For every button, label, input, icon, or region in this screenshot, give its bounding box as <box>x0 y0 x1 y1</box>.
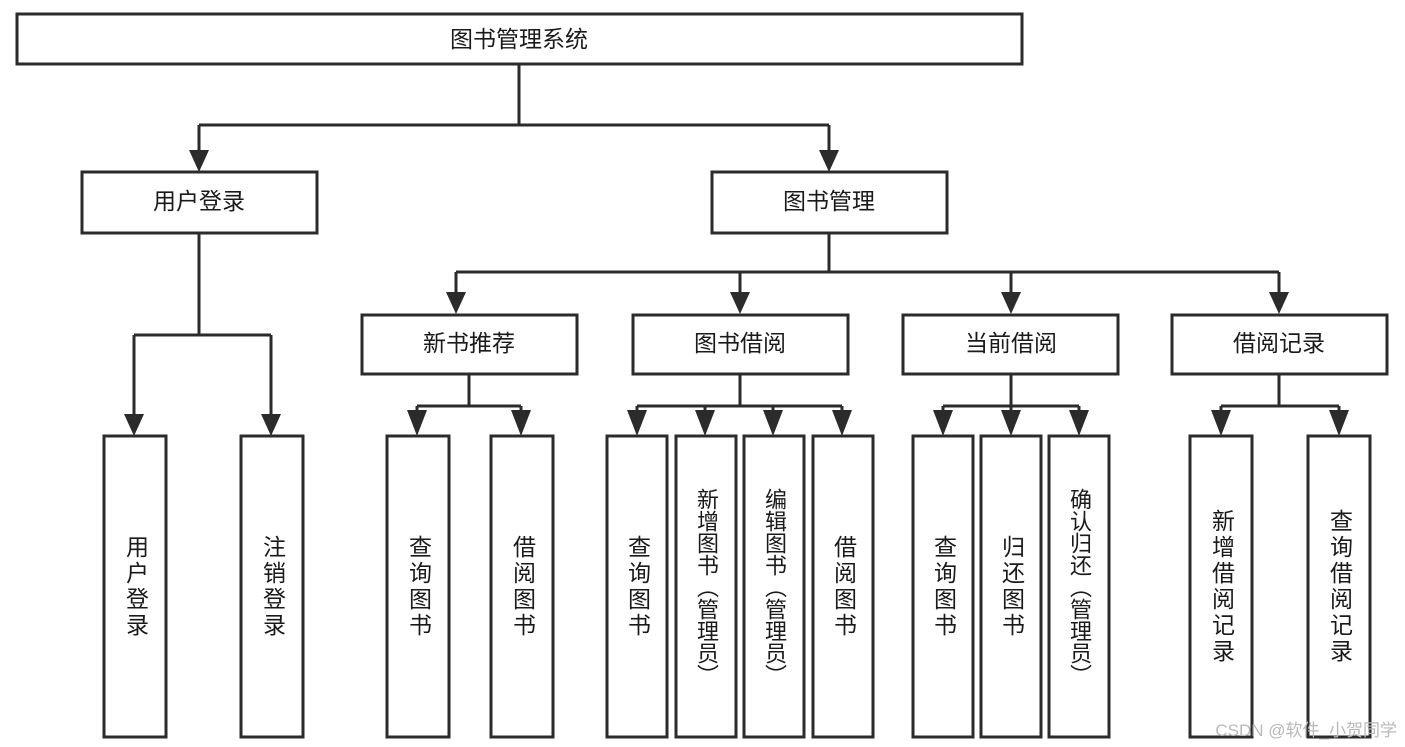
node-current-borrow[interactable]: 当前借阅 <box>901 313 1120 376</box>
node-book-manage-box[interactable] <box>710 170 949 235</box>
leaf-box-return-book[interactable] <box>979 434 1043 739</box>
leaf-edit-book[interactable]: 编辑图书（管理员） <box>744 436 804 737</box>
node-new-book-rec-label: 新书推荐 <box>423 330 515 356</box>
arrow-root-to-book-manage-icon <box>819 150 839 172</box>
leaf-add-record[interactable]: 新增借阅记录 <box>1190 436 1252 737</box>
connector-group-borrow-record <box>1211 374 1349 436</box>
leaf-confirm-return[interactable]: 确认归还（管理员） <box>1049 436 1109 737</box>
leaf-borrow-book-1-label: 借阅图书 <box>509 534 536 639</box>
node-borrow-record-box[interactable] <box>1170 313 1389 376</box>
connector-group-user-login <box>124 233 281 436</box>
node-user-login-box[interactable] <box>80 170 319 235</box>
arrow-book-borrow-c3-icon <box>763 410 783 436</box>
leaf-box-add-record[interactable] <box>1188 434 1254 739</box>
arrow-user-login-c1-icon <box>124 414 144 436</box>
leaf-box-user-login[interactable] <box>102 434 168 739</box>
leaf-logout[interactable]: 注销登录 <box>241 436 303 737</box>
leaf-box-confirm-return[interactable] <box>1047 434 1111 739</box>
leaf-box-query-book-2[interactable] <box>605 434 669 739</box>
node-root[interactable]: 图书管理系统 <box>15 12 1024 66</box>
arrow-borrow-record-c1-icon <box>1211 410 1231 436</box>
leaf-query-book-3-label: 查询图书 <box>930 534 957 639</box>
leaf-add-record-label: 新增借阅记录 <box>1208 508 1235 665</box>
csdn-watermark: CSDN @软件_小贺同学 <box>1215 721 1397 740</box>
arrow-root-to-user-login-icon <box>189 150 209 172</box>
node-book-manage-label: 图书管理 <box>783 188 875 214</box>
node-book-borrow-box[interactable] <box>631 313 850 376</box>
node-current-borrow-box[interactable] <box>901 313 1120 376</box>
leaf-borrow-book-2[interactable]: 借阅图书 <box>813 436 873 737</box>
leaf-add-book[interactable]: 新增图书（管理员） <box>676 436 736 737</box>
arrow-book-manage-c4-icon <box>1269 292 1289 314</box>
node-user-login-label: 用户登录 <box>153 188 245 214</box>
connector-group-book-manage <box>446 233 1289 314</box>
node-borrow-record-label: 借阅记录 <box>1233 330 1325 356</box>
connector-group-new-book-rec <box>407 374 531 436</box>
arrow-book-borrow-c2-icon <box>695 410 715 436</box>
leaf-box-query-record[interactable] <box>1306 434 1372 739</box>
node-user-login[interactable]: 用户登录 <box>80 170 319 235</box>
leaf-query-book-3[interactable]: 查询图书 <box>913 436 973 737</box>
leaf-box-query-book-3[interactable] <box>911 434 975 739</box>
leaf-return-book-label: 归还图书 <box>998 534 1025 639</box>
connector-group-root <box>189 64 839 172</box>
arrow-book-manage-c2-icon <box>730 292 750 314</box>
arrow-book-manage-c1-icon <box>446 292 466 314</box>
leaf-query-book-2[interactable]: 查询图书 <box>607 436 667 737</box>
leaf-borrow-book-1[interactable]: 借阅图书 <box>491 436 553 737</box>
connector-group-current-borrow <box>933 374 1089 436</box>
leaf-edit-book-label: 编辑图书（管理员） <box>762 487 787 686</box>
leaf-return-book[interactable]: 归还图书 <box>981 436 1041 737</box>
leaf-query-book-1[interactable]: 查询图书 <box>387 436 449 737</box>
leaf-user-login-label: 用户登录 <box>122 534 149 639</box>
arrow-current-borrow-c1-icon <box>933 410 953 436</box>
leaf-query-book-1-label: 查询图书 <box>405 534 432 639</box>
arrow-new-book-rec-c2-icon <box>511 410 531 436</box>
node-borrow-record[interactable]: 借阅记录 <box>1170 313 1389 376</box>
connector-group-book-borrow <box>627 374 852 436</box>
leaf-box-logout[interactable] <box>239 434 305 739</box>
arrow-book-borrow-c4-icon <box>832 410 852 436</box>
leaf-borrow-book-2-label: 借阅图书 <box>830 534 857 639</box>
arrow-book-manage-c3-icon <box>1001 292 1021 314</box>
node-new-book-rec[interactable]: 新书推荐 <box>360 313 579 376</box>
arrow-current-borrow-c3-icon <box>1069 410 1089 436</box>
node-root-box[interactable] <box>15 12 1024 66</box>
leaf-user-login[interactable]: 用户登录 <box>104 436 166 737</box>
leaf-add-book-label: 新增图书（管理员） <box>694 487 719 686</box>
node-root-label: 图书管理系统 <box>450 26 588 52</box>
node-book-manage[interactable]: 图书管理 <box>710 170 949 235</box>
arrow-book-borrow-c1-icon <box>627 410 647 436</box>
arrow-new-book-rec-c1-icon <box>407 410 427 436</box>
arrow-user-login-c2-icon <box>261 414 281 436</box>
node-new-book-rec-box[interactable] <box>360 313 579 376</box>
leaf-box-borrow-book-1[interactable] <box>489 434 555 739</box>
leaf-box-add-book[interactable] <box>674 434 738 739</box>
node-current-borrow-label: 当前借阅 <box>965 330 1057 356</box>
leaf-box-query-book-1[interactable] <box>385 434 451 739</box>
arrow-borrow-record-c2-icon <box>1329 410 1349 436</box>
leaf-box-borrow-book-2[interactable] <box>811 434 875 739</box>
arrow-current-borrow-c2-icon <box>1001 410 1021 436</box>
node-book-borrow-label: 图书借阅 <box>694 330 786 356</box>
leaf-box-edit-book[interactable] <box>742 434 806 739</box>
leaf-boxes-group <box>102 434 1372 739</box>
leaf-confirm-return-label: 确认归还（管理员） <box>1067 487 1092 686</box>
leaf-query-record[interactable]: 查询借阅记录 <box>1308 436 1370 737</box>
leaf-query-record-label: 查询借阅记录 <box>1326 508 1353 665</box>
node-book-borrow[interactable]: 图书借阅 <box>631 313 850 376</box>
leaf-query-book-2-label: 查询图书 <box>624 534 651 639</box>
leaf-logout-label: 注销登录 <box>259 534 286 639</box>
